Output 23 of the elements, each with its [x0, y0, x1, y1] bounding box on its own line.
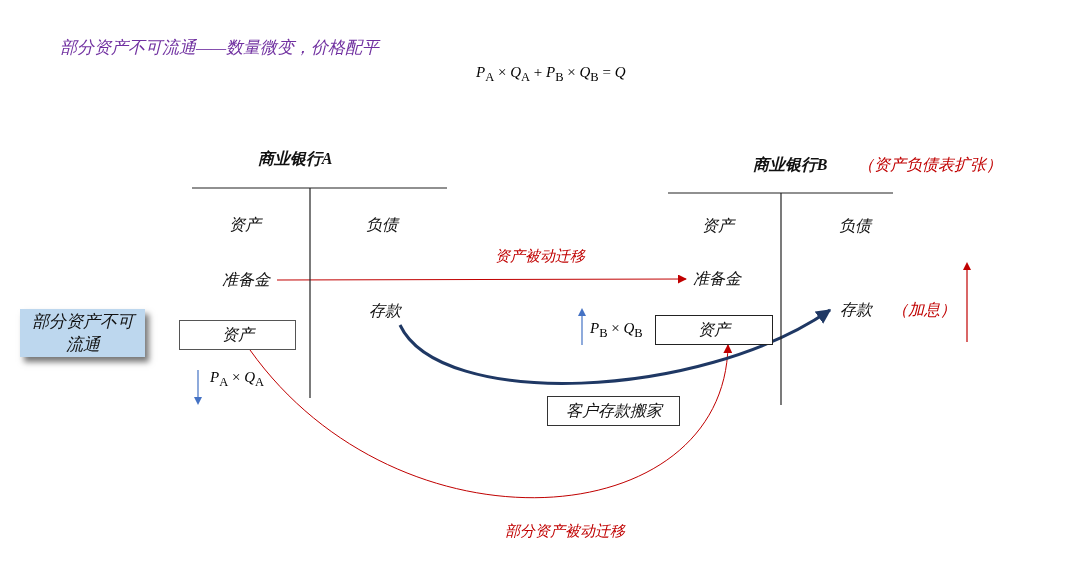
column-heading: 资产 — [215, 211, 275, 239]
title: 部分资产不可流通——数量微变，价格配平 — [60, 37, 380, 59]
callout-box: 部分资产不可流通 — [20, 309, 145, 357]
note-box: 客户存款搬家 — [547, 396, 680, 426]
account-heading: 商业银行A — [256, 148, 334, 169]
column-heading: 负债 — [352, 211, 412, 239]
formula: P$_{A}$ × Q$_{A}$ + P$_{B}$ × Q$_{B}$ = Q — [476, 64, 626, 85]
column-heading: 资产 — [688, 212, 748, 240]
asset-box: 资产 — [655, 315, 773, 345]
asset-box: 资产 — [179, 320, 296, 350]
side-note: （加息） — [891, 299, 957, 320]
arrow — [398, 308, 832, 385]
account-item: 存款 — [356, 297, 414, 325]
account-item: 准备金 — [215, 266, 277, 294]
account-heading: 商业银行B — [751, 154, 829, 175]
arrow — [276, 274, 687, 284]
account-item: 存款 — [839, 299, 874, 320]
arrow — [249, 344, 732, 498]
side-note: （资产负债表扩张） — [857, 154, 1003, 175]
column-heading: 负债 — [825, 212, 885, 240]
formula: P$_{B}$ × Q$_{B}$ — [590, 320, 643, 341]
formula: P$_{A}$ × Q$_{A}$ — [210, 369, 265, 390]
account-item: 准备金 — [686, 265, 748, 293]
